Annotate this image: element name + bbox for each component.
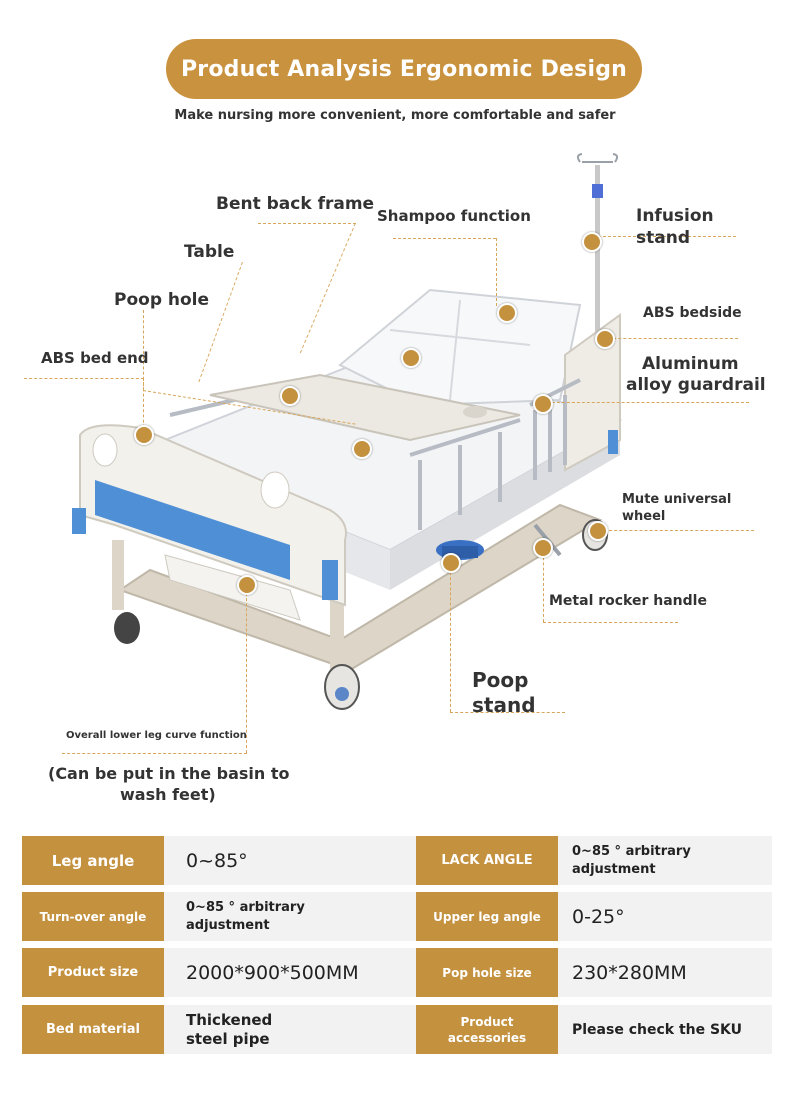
spec-val-material-line1: Thickened <box>186 1010 273 1029</box>
label-abs-bed-end: ABS bed end <box>41 349 149 367</box>
callout-dot-abs-bedside <box>595 329 615 349</box>
lead-poop-hole-v <box>143 310 145 390</box>
lead-shampoo-v <box>496 238 498 306</box>
lead-abs-bedside <box>603 338 738 339</box>
spec-key-product-size: Product size <box>22 948 164 997</box>
wheel-front-left <box>114 612 140 644</box>
hospital-bed-illustration <box>72 153 623 710</box>
spec-key-lack-angle: LACK ANGLE <box>416 836 558 885</box>
label-mute-wheel-line2: wheel <box>622 509 666 524</box>
lead-rocker-h <box>543 622 678 623</box>
lead-lower-leg-v <box>246 583 248 753</box>
spec-key-upper-leg-angle: Upper leg angle <box>416 892 558 941</box>
lead-poop-stand-h <box>450 712 565 713</box>
title-banner: Product Analysis Ergonomic Design <box>166 39 642 99</box>
spec-val-lack-angle-line2: adjustment <box>572 861 656 877</box>
lead-shampoo-h <box>393 238 496 239</box>
callout-dot-infusion <box>582 232 602 252</box>
spec-val-material-line2: steel pipe <box>186 1029 270 1048</box>
label-shampoo-function: Shampoo function <box>377 207 531 225</box>
lead-poop-stand-v <box>450 562 452 712</box>
infusion-pole <box>595 165 600 465</box>
label-abs-bedside: ABS bedside <box>643 305 742 321</box>
callout-dot-bent-back <box>401 348 421 368</box>
callout-dot-abs-bed-end <box>134 425 154 445</box>
label-table: Table <box>184 242 235 262</box>
spec-val-lack-angle: 0~85 ° arbitrary adjustment <box>572 836 691 885</box>
callout-dot-poop-stand <box>441 553 461 573</box>
spec-key-bed-material: Bed material <box>22 1005 164 1054</box>
spec-key-turnover-angle: Turn-over angle <box>22 892 164 941</box>
spec-val-product-size: 2000*900*500MM <box>186 961 359 984</box>
lead-abs-bed-end-h <box>24 378 144 379</box>
label-aluminum-line1: Aluminum <box>642 354 739 374</box>
label-basin-line2: wash feet) <box>120 785 216 804</box>
page-title: Product Analysis Ergonomic Design <box>180 56 628 82</box>
spec-val-turnover-line1: 0~85 ° arbitrary <box>186 899 305 915</box>
lead-mute-wheel <box>604 530 754 531</box>
label-aluminum-line2: alloy guardrail <box>626 375 766 395</box>
label-lower-leg-curve: Overall lower leg curve function <box>66 730 247 741</box>
lead-aluminum <box>547 402 749 403</box>
lead-rocker-v <box>543 547 545 622</box>
lead-abs-bed-end-v <box>143 378 145 433</box>
spec-val-product-accessories: Please check the SKU <box>572 1021 743 1038</box>
label-infusion-line1: Infusion <box>636 206 714 226</box>
label-bent-back-frame: Bent back frame <box>216 194 375 214</box>
label-infusion-line2: stand <box>636 228 690 248</box>
callout-dot-shampoo <box>497 303 517 323</box>
label-poop-stand-line1: Poop <box>472 668 529 692</box>
callout-dot-poop-hole <box>352 439 372 459</box>
spec-val-turnover-line2: adjustment <box>186 917 270 933</box>
spec-key-accessories-line2: accessories <box>447 1030 527 1045</box>
label-mute-wheel-line1: Mute universal <box>622 492 732 507</box>
spec-val-lack-angle-line1: 0~85 ° arbitrary <box>572 843 691 859</box>
infusion-hooks <box>576 153 619 163</box>
lead-infusion <box>598 236 736 237</box>
lead-bent-back-h <box>258 223 356 224</box>
spec-val-bed-material: Thickened steel pipe <box>186 1005 272 1054</box>
spec-val-leg-angle: 0~85° <box>186 849 248 872</box>
spec-val-upper-leg-angle: 0-25° <box>572 905 625 928</box>
spec-key-pop-hole-size: Pop hole size <box>416 948 558 997</box>
callout-dot-table <box>280 386 300 406</box>
spec-key-product-accessories: Product accessories <box>416 1005 558 1054</box>
callout-dot-rocker-handle <box>533 538 553 558</box>
footboard-blue-panel <box>95 480 290 580</box>
callout-dot-aluminum <box>533 394 553 414</box>
label-poop-stand-line2: stand <box>472 693 536 717</box>
spec-val-pop-hole-size: 230*280MM <box>572 961 687 984</box>
lead-lower-leg-h <box>62 753 247 754</box>
callout-dot-lower-leg <box>237 575 257 595</box>
spec-key-leg-angle: Leg angle <box>22 836 164 885</box>
leg-front-left <box>112 540 124 610</box>
label-basin-line1: (Can be put in the basin to <box>48 764 290 783</box>
callout-dot-mute-wheel <box>588 521 608 541</box>
label-poop-hole: Poop hole <box>114 290 210 310</box>
page-subtitle: Make nursing more convenient, more comfo… <box>174 108 616 123</box>
leg-front-right <box>330 590 344 670</box>
spec-key-accessories-line1: Product <box>460 1014 514 1029</box>
label-metal-rocker-handle: Metal rocker handle <box>549 593 707 609</box>
spec-val-turnover-angle: 0~85 ° arbitrary adjustment <box>186 892 305 941</box>
infusion-clamp <box>592 184 603 198</box>
